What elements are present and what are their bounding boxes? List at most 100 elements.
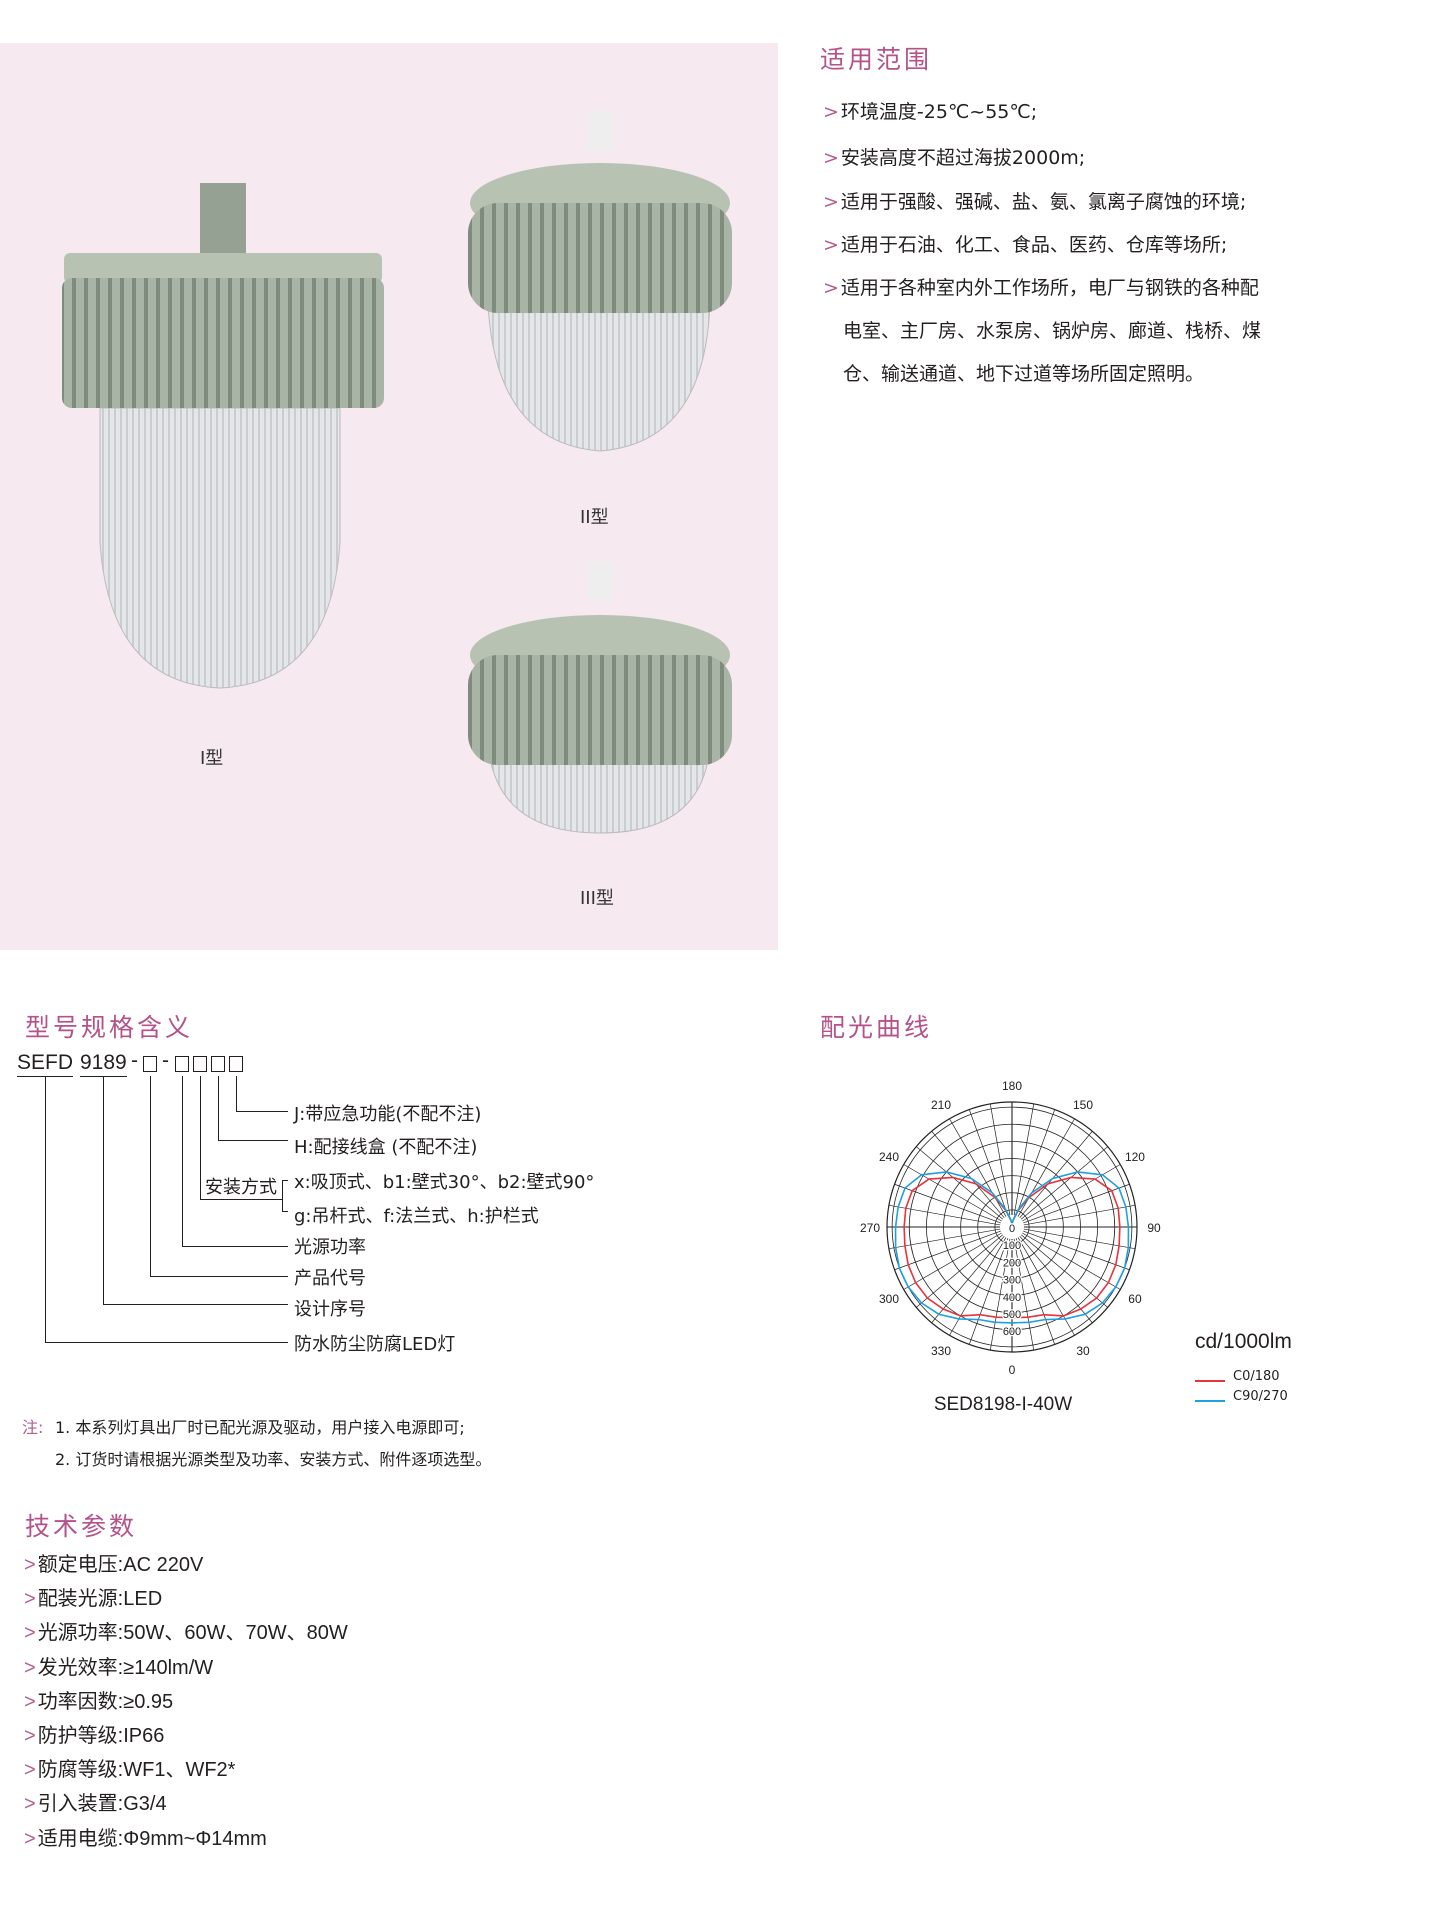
grid-spoke (894, 1230, 1001, 1271)
code-slot-box (211, 1056, 225, 1072)
grid-spoke (916, 1234, 1004, 1308)
tech-param-text: 适用电缆:Φ9mm~Φ14mm (37, 1827, 267, 1850)
chevron-right-icon: > (24, 1588, 36, 1611)
list-item: >适用于石油、化工、食品、医药、仓库等场所; (823, 236, 1227, 255)
angle-tick-label: 120 (1125, 1150, 1145, 1164)
chart-title: 配光曲线 (820, 1013, 933, 1042)
angle-tick-label: 330 (931, 1344, 951, 1358)
list-item: >适用于强酸、强碱、盐、氨、氯离子腐蚀的环境; (823, 193, 1246, 212)
list-item: >安装高度不超过海拔2000m; (823, 149, 1085, 168)
tech-param-item: >引入装置:G3/4 (24, 1787, 167, 1816)
grid-spoke (1013, 1238, 1035, 1351)
grid-spoke (931, 1235, 1005, 1323)
legend-design-number: 设计序号 (294, 1299, 366, 1320)
tech-param-text: 光源功率:50W、60W、70W、80W (37, 1622, 348, 1645)
chevron-right-icon: > (24, 1554, 36, 1576)
lamp-type-1-image (62, 183, 384, 689)
grid-spoke (903, 1164, 1002, 1222)
tech-param-text: 防腐等级:WF1、WF2* (37, 1759, 236, 1782)
grid-spoke (1023, 1228, 1136, 1250)
code-slot-box (229, 1056, 243, 1072)
legend-mount-options-1: x:吸顶式、b1:壁式30°、b2:壁式90° (294, 1172, 595, 1193)
legend-emergency: J:带应急功能(不配不注) (294, 1104, 482, 1125)
grid-spoke (888, 1228, 1001, 1250)
tech-param-item: >配装光源:LED (24, 1582, 162, 1611)
legend-power: 光源功率 (294, 1237, 366, 1258)
chevron-right-icon: > (24, 1759, 36, 1782)
grid-spoke (1015, 1109, 1056, 1216)
grid-spoke (1022, 1164, 1121, 1222)
tech-param-text: 防护等级:IP66 (37, 1725, 165, 1747)
code-slot-box (143, 1056, 157, 1072)
radial-tick-label: 300 (1003, 1275, 1021, 1287)
lamp-type-3-label: III型 (580, 888, 614, 909)
grid-spoke (968, 1109, 1009, 1216)
tech-param-text: 引入装置:G3/4 (37, 1793, 167, 1816)
chevron-right-icon: > (823, 191, 839, 213)
legend-product-type: 防水防尘防腐LED灯 (294, 1334, 456, 1355)
tech-title: 技术参数 (25, 1512, 138, 1541)
radial-tick-label: 500 (1003, 1309, 1021, 1321)
chart-subtitle: SED8198-I-40W (933, 1394, 1073, 1415)
dash: - (162, 1049, 169, 1072)
grid-spoke (1023, 1230, 1130, 1271)
chevron-right-icon: > (24, 1793, 36, 1816)
tech-param-text: 额定电压:AC 220V (37, 1554, 204, 1576)
chevron-right-icon: > (24, 1827, 36, 1850)
dash: - (131, 1049, 138, 1072)
list-item-text: 安装高度不超过海拔2000m; (840, 147, 1086, 169)
code-slot-box (175, 1056, 189, 1072)
chevron-right-icon: > (24, 1656, 36, 1679)
legend-mount-options-2: g:吊杆式、f:法兰式、h:护栏式 (294, 1206, 539, 1227)
legend-c90: C90/270 (1233, 1389, 1288, 1404)
grid-spoke (1019, 1131, 1093, 1219)
tech-param-item: >光源功率:50W、60W、70W、80W (24, 1616, 348, 1645)
model-series: 9189 (80, 1051, 127, 1074)
note-item: 2. 订货时请根据光源类型及功率、安装方式、附件逐项选型。 (55, 1450, 492, 1469)
lamp-type-2-image (468, 111, 732, 452)
tech-param-item: >功率因数:≥0.95 (24, 1685, 173, 1714)
tech-param-text: 配装光源:LED (37, 1588, 163, 1611)
list-item: >适用于各种室内外工作场所，电厂与钢铁的各种配 (823, 279, 1259, 298)
model-title: 型号规格含义 (25, 1013, 194, 1042)
chevron-right-icon: > (823, 234, 839, 256)
chart-unit: cd/1000lm (1195, 1330, 1292, 1353)
radial-tick-label: 100 (1003, 1240, 1021, 1252)
angle-tick-label: 300 (879, 1292, 899, 1306)
legend-product-code: 产品代号 (294, 1268, 366, 1289)
angle-tick-label: 0 (1009, 1363, 1016, 1377)
chevron-right-icon: > (823, 277, 839, 299)
grid-spoke (1020, 1146, 1108, 1220)
list-item-continuation: 仓、输送通道、地下过道等场所固定照明。 (843, 363, 1205, 385)
angle-tick-label: 240 (879, 1150, 899, 1164)
tech-param-text: 功率因数:≥0.95 (37, 1690, 174, 1713)
grid-spoke (903, 1232, 1002, 1290)
product-image-panel: I型 II型 III型 (0, 43, 778, 950)
chevron-right-icon: > (24, 1725, 36, 1747)
tech-param-text: 发光效率:≥140lm/W (37, 1656, 214, 1679)
radial-tick-label: 600 (1003, 1326, 1021, 1338)
grid-spoke (1019, 1235, 1093, 1323)
grid-spoke (1022, 1232, 1121, 1290)
chevron-right-icon: > (823, 147, 839, 169)
chevron-right-icon: > (823, 101, 839, 123)
note-item: 1. 本系列灯具出厂时已配光源及驱动，用户接入电源即可; (55, 1418, 465, 1437)
angle-tick-label: 180 (1002, 1079, 1022, 1093)
polar-chart: 1801501209060300330300270240210010020030… (860, 1079, 1161, 1377)
angle-tick-label: 150 (1073, 1098, 1093, 1112)
legend-swatch-c90 (1195, 1400, 1225, 1402)
code-slot-box (193, 1056, 207, 1072)
list-item-text: 适用于各种室内外工作场所，电厂与钢铁的各种配 (840, 277, 1259, 299)
lamp-type-3-image (468, 561, 732, 834)
grid-spoke (1013, 1103, 1035, 1216)
grid-spoke (968, 1238, 1009, 1345)
grid-spoke (1023, 1204, 1136, 1226)
chevron-right-icon: > (24, 1622, 36, 1645)
tech-param-item: >适用电缆:Φ9mm~Φ14mm (24, 1822, 267, 1851)
tech-param-item: >发光效率:≥140lm/W (24, 1651, 213, 1680)
list-item: >环境温度-25℃~55℃; (823, 103, 1037, 122)
list-item-text: 适用于石油、化工、食品、医药、仓库等场所; (840, 234, 1228, 256)
grid-spoke (1015, 1238, 1056, 1345)
radial-tick-label: 400 (1003, 1292, 1021, 1304)
angle-tick-label: 60 (1128, 1292, 1142, 1306)
